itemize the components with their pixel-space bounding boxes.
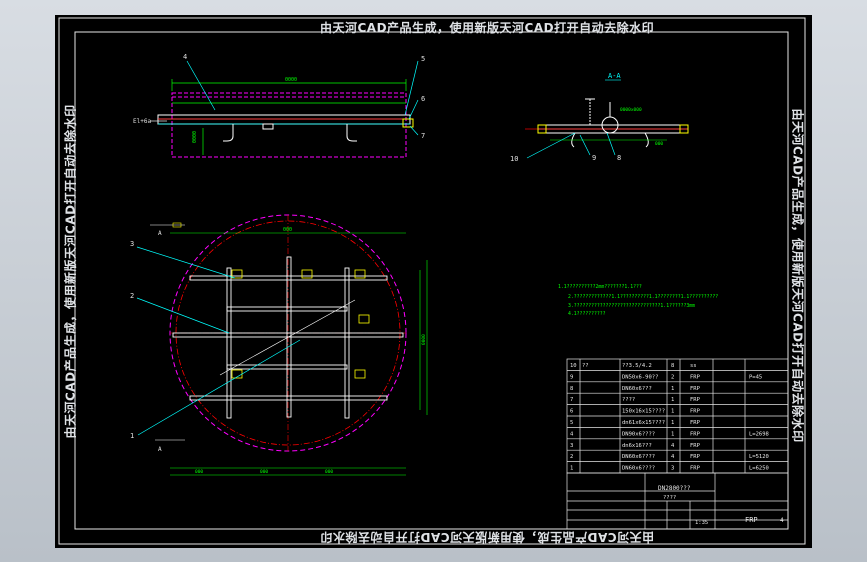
svg-text:0000: 0000 <box>285 77 297 83</box>
svg-text:000: 000 <box>283 227 292 233</box>
bom-cell-mat: FRP <box>690 397 701 403</box>
title-block <box>566 472 789 530</box>
bom-cell-qty: 8 <box>671 363 674 369</box>
bom-cell-mat: FRP <box>690 443 701 449</box>
bom-cell-name: DN60x6???? <box>622 454 655 460</box>
bom-cell-no: 7 <box>570 397 573 403</box>
bom-cell-qty: 1 <box>671 409 674 415</box>
bom-cell-no: 1 <box>570 466 573 472</box>
elevation-view: 0000 0000 El+6a <box>133 77 414 158</box>
callout-3: 3 <box>130 240 134 248</box>
svg-text:0000: 0000 <box>192 131 198 143</box>
bom-cell-qty: 3 <box>671 466 674 472</box>
callout-4: 4 <box>183 53 187 61</box>
bom-cell-note: P=45 <box>749 374 762 380</box>
bom-cell-mat: FRP <box>690 454 701 460</box>
bom-cell-no: 8 <box>570 386 573 392</box>
bom-cell-qty: 1 <box>671 431 674 437</box>
svg-text:000: 000 <box>260 469 268 475</box>
section-mark-bottom: A <box>158 446 162 453</box>
watermark-right: 由天河CAD产品生成，使用新版天河CAD打开自动去除水印 <box>790 108 805 443</box>
title-sheet: 4 <box>780 517 784 524</box>
callout-10: 10 <box>510 155 518 163</box>
section-view: A-A 0000x000 000 <box>525 72 689 148</box>
bom-cell-name: DN60x6???? <box>622 466 655 472</box>
bom-cell-qty: 1 <box>671 420 674 426</box>
note-3: 3.??????????????????????????????1.1?????… <box>568 303 695 309</box>
callout-7: 7 <box>421 132 425 140</box>
bom-cell-name: dn6x16??? <box>622 443 652 449</box>
bom-cell-no: 2 <box>570 454 573 460</box>
section-callouts <box>526 132 616 159</box>
bom-cell-note: L=2698 <box>749 431 769 437</box>
title-material: FRP <box>745 516 758 524</box>
callout-8: 8 <box>617 154 621 162</box>
bom-cell-qty: 2 <box>671 374 674 380</box>
elevation-callouts <box>186 60 419 136</box>
cad-drawing: 0000 0000 El+6a 4 5 6 7 A-A <box>58 17 806 545</box>
bom-table <box>566 358 789 474</box>
callout-2: 2 <box>130 292 134 300</box>
bom-cell-name: ???? <box>622 397 635 403</box>
bom-cell-no: 10 <box>570 363 577 369</box>
bom-cell-name: ??3.5/4.2 <box>622 363 652 369</box>
svg-text:000: 000 <box>325 469 333 475</box>
bom-cell-no: 6 <box>570 409 573 415</box>
bom-cell-note: L=5120 <box>749 454 769 460</box>
title-sub: ???? <box>663 495 676 501</box>
title-code: DN2800??? <box>658 485 691 492</box>
bom-cell-mat: FRP <box>690 409 701 415</box>
svg-text:000: 000 <box>655 141 663 147</box>
callout-1: 1 <box>130 432 134 440</box>
section-mark-top: A <box>158 230 162 237</box>
title-scale: 1:35 <box>695 520 708 526</box>
technical-notes: 1.1??????????2mm???????1.1??? 2.????????… <box>558 284 718 317</box>
bom-cell-qty: 1 <box>671 397 674 403</box>
bom-cell-name: 150x16x15???? <box>622 409 665 415</box>
bom-cell-note: L=6250 <box>749 466 769 472</box>
svg-text:000: 000 <box>195 469 203 475</box>
bom-cell-code: ?? <box>582 363 589 369</box>
note-1: 1.1??????????2mm???????1.1??? <box>558 284 642 290</box>
bom-cell-mat: FRP <box>690 431 701 437</box>
bom-cell-no: 9 <box>570 374 573 380</box>
bom-cell-name: DN50x6-90?? <box>622 374 658 380</box>
callout-6: 6 <box>421 95 425 103</box>
bom-cell-mat: FRP <box>690 386 701 392</box>
bom-cell-mat: ss <box>690 363 697 369</box>
watermark-left: 由天河CAD产品生成，使用新版天河CAD打开自动去除水印 <box>63 104 78 439</box>
drawing-border-inner <box>74 31 789 530</box>
bom-cell-mat: FRP <box>690 466 701 472</box>
section-label: A-A <box>608 72 621 80</box>
callout-5: 5 <box>421 55 425 63</box>
svg-text:0000: 0000 <box>421 334 427 345</box>
drawing-border-outer <box>58 17 806 545</box>
callout-9: 9 <box>592 154 596 162</box>
bom-cell-no: 5 <box>570 420 573 426</box>
bom-cell-no: 4 <box>570 431 574 437</box>
bom-cell-name: dn61x6x15???? <box>622 420 665 426</box>
bom-cell-no: 3 <box>570 443 573 449</box>
bom-cell-qty: 1 <box>671 386 674 392</box>
watermark-bottom: 由天河CAD产品生成，使用新版天河CAD打开自动去除水印 <box>320 530 655 544</box>
bom-cell-name: DN60x6??? <box>622 386 652 392</box>
svg-text:0000x000: 0000x000 <box>620 107 642 113</box>
plan-view: 000 000 000 000 0000 <box>150 214 428 476</box>
bom-cell-mat: FRP <box>690 420 701 426</box>
bom-cell-name: DN90x6???? <box>622 431 655 437</box>
bom-cell-qty: 4 <box>671 443 675 449</box>
plan-callouts <box>136 246 301 436</box>
note-4: 4.1?????????? <box>568 311 606 317</box>
note-2: 2.?????????????1.1??????????1.1????????1… <box>568 294 718 300</box>
bom-cell-qty: 4 <box>671 454 675 460</box>
drawing-canvas[interactable]: 0000 0000 El+6a 4 5 6 7 A-A <box>55 15 812 548</box>
bom-cell-mat: FRP <box>690 374 701 380</box>
watermark-top: 由天河CAD产品生成，使用新版天河CAD打开自动去除水印 <box>320 21 655 35</box>
elevation-label: El+6a <box>133 118 151 125</box>
